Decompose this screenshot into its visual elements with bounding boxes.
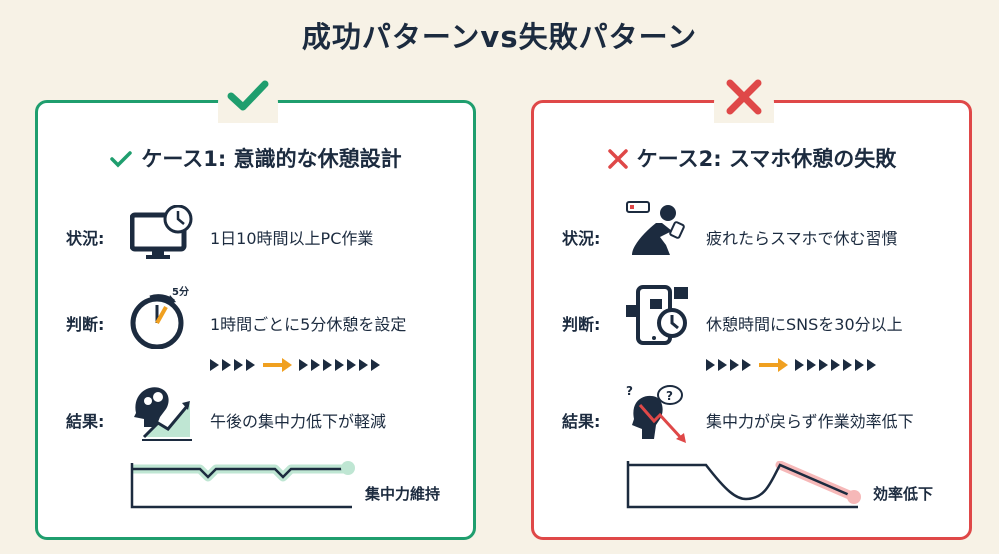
row-text: 1時間ごとに5分休憩を設定	[210, 315, 407, 334]
check-icon	[110, 151, 133, 168]
row-text: 休憩時間にSNSを30分以上	[706, 315, 903, 334]
row-text: 1日10時間以上PC作業	[210, 229, 374, 248]
case-heading-text: ケース2: スマホ休憩の失敗	[636, 147, 897, 171]
row-label: 結果:	[562, 412, 601, 431]
monitor-clock-icon	[129, 204, 194, 265]
focus-graph	[626, 460, 866, 515]
stopwatch-icon: 5分	[130, 283, 194, 353]
stopwatch-label: 5分	[172, 287, 189, 298]
focus-graph	[130, 461, 360, 515]
row-text: 疲れたらスマホで休む習慣	[706, 229, 898, 248]
graph-label: 効率低下	[873, 485, 934, 503]
flow-arrows	[706, 356, 876, 378]
person-phone-low-battery-icon	[626, 201, 690, 267]
row-label: 状況:	[66, 229, 105, 248]
graph-label: 集中力維持	[365, 485, 441, 503]
row-label: 判断:	[66, 315, 105, 334]
failure-badge	[714, 73, 774, 123]
row-text: 集中力が戻らず作業効率低下	[706, 412, 914, 431]
flow-arrows	[210, 356, 380, 378]
failure-card: ケース2: スマホ休憩の失敗 状況: 疲れたらスマホで休む習慣 判断: 休憩時間…	[531, 73, 972, 540]
case-heading-text: ケース1: 意識的な休憩設計	[141, 147, 402, 171]
success-card: ケース1: 意識的な休憩設計 状況: 1日10時間以上PC作業 判断: 5分 1…	[35, 73, 476, 540]
head-gears-chart-up-icon	[130, 383, 194, 445]
case-heading: ケース1: 意識的な休憩設計	[38, 143, 473, 173]
cross-icon	[726, 79, 762, 115]
row-label: 判断:	[562, 315, 601, 334]
row-text: 午後の集中力低下が軽減	[210, 412, 387, 431]
success-badge	[218, 73, 278, 123]
row-label: 状況:	[562, 229, 601, 248]
phone-sns-clock-icon	[626, 283, 690, 353]
case-heading: ケース2: スマホ休憩の失敗	[534, 143, 969, 173]
row-label: 結果:	[66, 412, 105, 431]
check-icon	[227, 80, 269, 111]
cross-icon	[607, 149, 628, 169]
head-confused-chart-down-icon: ??	[626, 383, 690, 449]
svg-text:?: ?	[626, 384, 633, 398]
svg-text:?: ?	[666, 389, 673, 403]
page-title: 成功パターンvs失敗パターン	[301, 20, 698, 54]
